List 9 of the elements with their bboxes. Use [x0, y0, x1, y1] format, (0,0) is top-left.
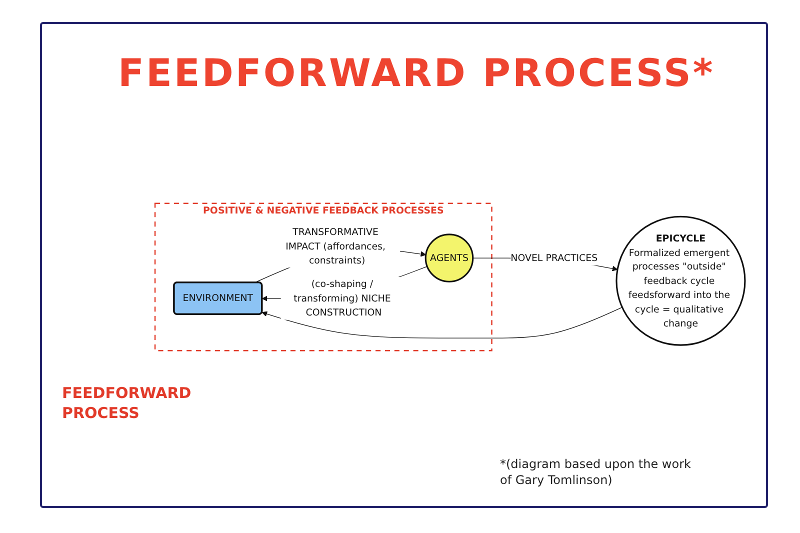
side-label: FEEDFORWARD PROCESS	[62, 384, 192, 423]
node-circle: AGENTS	[424, 234, 474, 282]
diagram-title: FEEDFORWARD PROCESS*	[118, 50, 715, 96]
edge-label: (co-shaping / transforming) NICHE CONSTRUCTION	[294, 278, 391, 318]
edge-label: NOVEL PRACTICES	[510, 252, 598, 264]
arrow	[262, 306, 622, 338]
node-circle: EPICYCLE Formalized emergent processes "outside" feedback cycle feedsforward into the cycle = qualitative change	[616, 216, 746, 346]
footnote: *(diagram based upon the work of Gary Tomlinson)	[500, 456, 692, 488]
edge-label: TRANSFORMATIVE IMPACT (affordances, constraints)	[286, 226, 386, 266]
